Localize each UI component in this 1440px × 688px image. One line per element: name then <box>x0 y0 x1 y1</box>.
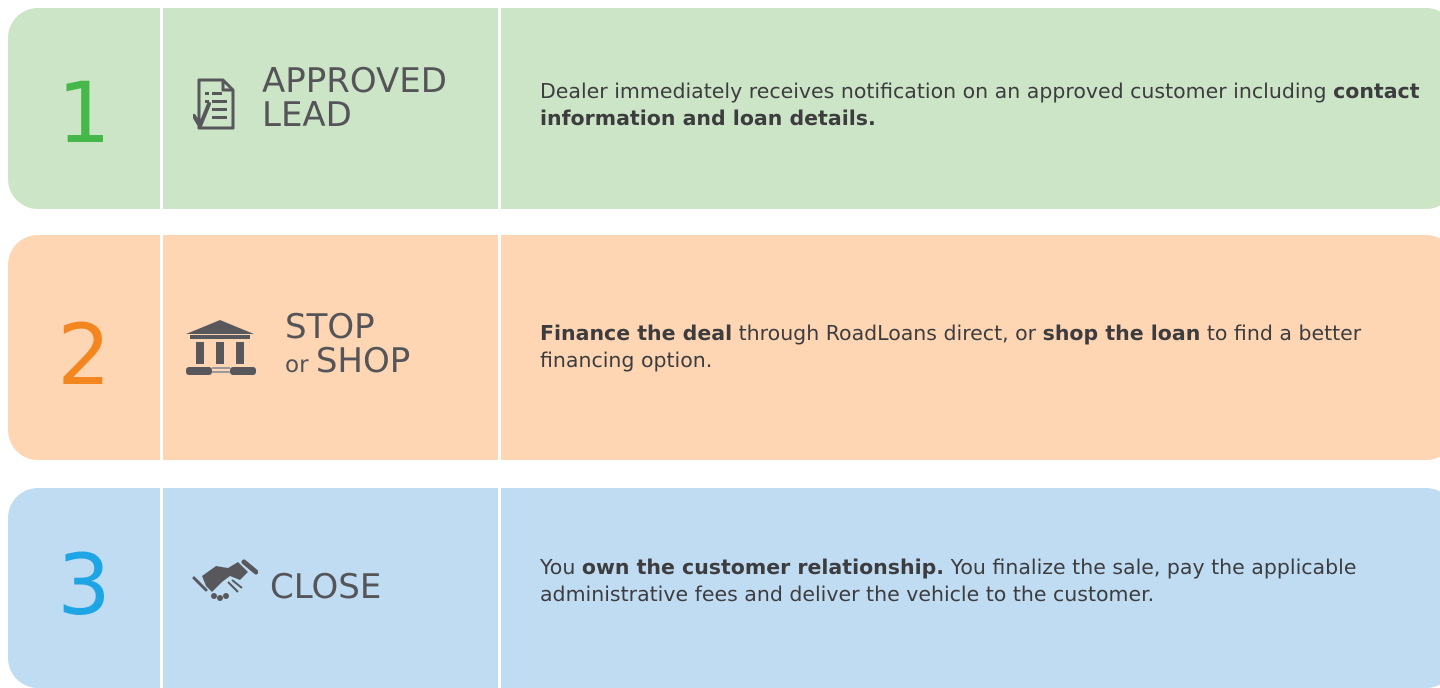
divider <box>160 8 163 209</box>
bank-building-icon <box>186 320 256 375</box>
desc-text: Dealer immediately receives notification… <box>540 79 1334 103</box>
step-title: CLOSE <box>270 570 381 604</box>
checklist-document-icon <box>193 78 235 130</box>
step-title-or: or <box>285 352 316 378</box>
desc-text: through RoadLoans direct, or <box>732 321 1043 345</box>
step-title-line-2: LEAD <box>262 95 352 135</box>
step-description: You own the customer relationship. You f… <box>540 554 1420 607</box>
step-number: 3 <box>57 536 111 634</box>
desc-text: You finalize the sale, pay the applicabl… <box>540 555 1357 606</box>
step-description: Finance the deal through RoadLoans direc… <box>540 320 1420 373</box>
step-title-line-2: SHOP <box>315 341 411 381</box>
desc-emphasis: own the customer relationship. <box>581 555 945 579</box>
desc-text: You <box>540 555 582 579</box>
step-title-line-1: APPROVED <box>262 61 447 101</box>
divider <box>160 235 163 460</box>
step-title: STOP or SHOP <box>285 310 410 378</box>
desc-emphasis: Finance the deal <box>540 321 733 345</box>
step-number: 2 <box>57 306 111 404</box>
desc-emphasis: shop the loan <box>1042 321 1201 345</box>
desc-emphasis: contact information and loan details. <box>540 79 1420 130</box>
step-title-line-1: CLOSE <box>270 567 382 607</box>
divider <box>498 488 501 688</box>
divider <box>498 8 501 209</box>
divider <box>160 488 163 688</box>
step-description: Dealer immediately receives notification… <box>540 78 1420 131</box>
step-1-band: 1 APPROVED LEAD Dealer immediately recei… <box>8 8 1440 209</box>
step-title: APPROVED LEAD <box>262 64 447 132</box>
step-3-band: 3 CLOSE You own the customer relationshi… <box>8 488 1440 688</box>
step-number: 1 <box>57 64 111 162</box>
step-title-line-1: STOP <box>285 307 375 347</box>
desc-text: to find a better financing option. <box>540 321 1362 372</box>
divider <box>498 235 501 460</box>
step-2-band: 2 STOP or SHOP Finance the deal through … <box>8 235 1440 460</box>
handshake-icon <box>192 559 258 601</box>
